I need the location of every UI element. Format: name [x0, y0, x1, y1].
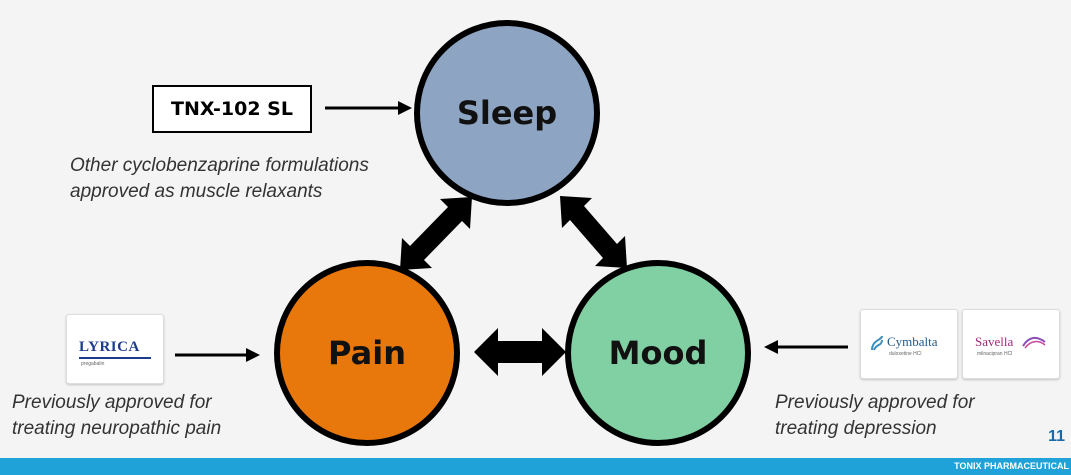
pain-note: Previously approved for treating neuropa…: [12, 390, 221, 442]
arrow-lyrica-to-pain-icon: [175, 348, 260, 362]
pain-note-line-2: treating neuropathic pain: [12, 418, 222, 439]
savella-logo-name: Savella: [975, 334, 1014, 349]
mood-label: Mood: [608, 334, 708, 372]
mood-note: Previously approved for treating depress…: [775, 390, 975, 442]
double-arrow-pain-mood-icon: [474, 328, 566, 376]
sleep-note: Other cyclobenzaprine formulations appro…: [70, 153, 369, 205]
double-arrow-sleep-mood-icon: [560, 196, 627, 268]
cymbalta-swirl-icon: [871, 335, 883, 351]
lyrica-logo-sub: pregabalin: [81, 361, 105, 367]
cymbalta-logo: Cymbalta duloxetine HCl: [860, 309, 958, 379]
sleep-label: Sleep: [456, 94, 558, 132]
sleep-note-line-2: approved as muscle relaxants: [70, 181, 323, 202]
mood-circle: Mood: [565, 260, 751, 446]
pain-note-line-1: Previously approved for: [12, 392, 212, 413]
footer-company-name: TONIX PHARMACEUTICAL: [954, 461, 1069, 471]
arrow-logos-to-mood-icon: [764, 340, 848, 354]
footer-bar: TONIX PHARMACEUTICAL: [0, 458, 1071, 475]
arrow-drug-to-sleep-icon: [325, 101, 412, 115]
pain-circle: Pain: [274, 260, 460, 446]
lyrica-logo-underline: [79, 357, 151, 359]
pain-label: Pain: [328, 334, 406, 372]
savella-logo: Savella milnacipran HCl: [962, 309, 1060, 379]
mood-note-line-1: Previously approved for: [775, 392, 975, 413]
sleep-circle: Sleep: [414, 20, 600, 206]
drug-label-box: TNX-102 SL: [152, 85, 312, 133]
double-arrow-sleep-pain-icon: [400, 197, 472, 270]
savella-swoosh-icon: [1022, 336, 1046, 349]
savella-logo-sub: milnacipran HCl: [977, 351, 1013, 357]
cymbalta-logo-sub: duloxetine HCl: [889, 351, 922, 357]
sleep-note-line-1: Other cyclobenzaprine formulations: [70, 155, 369, 176]
mood-note-line-2: treating depression: [775, 418, 937, 439]
lyrica-logo-name: LYRICA: [79, 339, 140, 355]
lyrica-logo: LYRICA pregabalin: [66, 314, 164, 384]
cymbalta-logo-name: Cymbalta: [887, 334, 938, 349]
page-number: 11: [1048, 428, 1065, 445]
